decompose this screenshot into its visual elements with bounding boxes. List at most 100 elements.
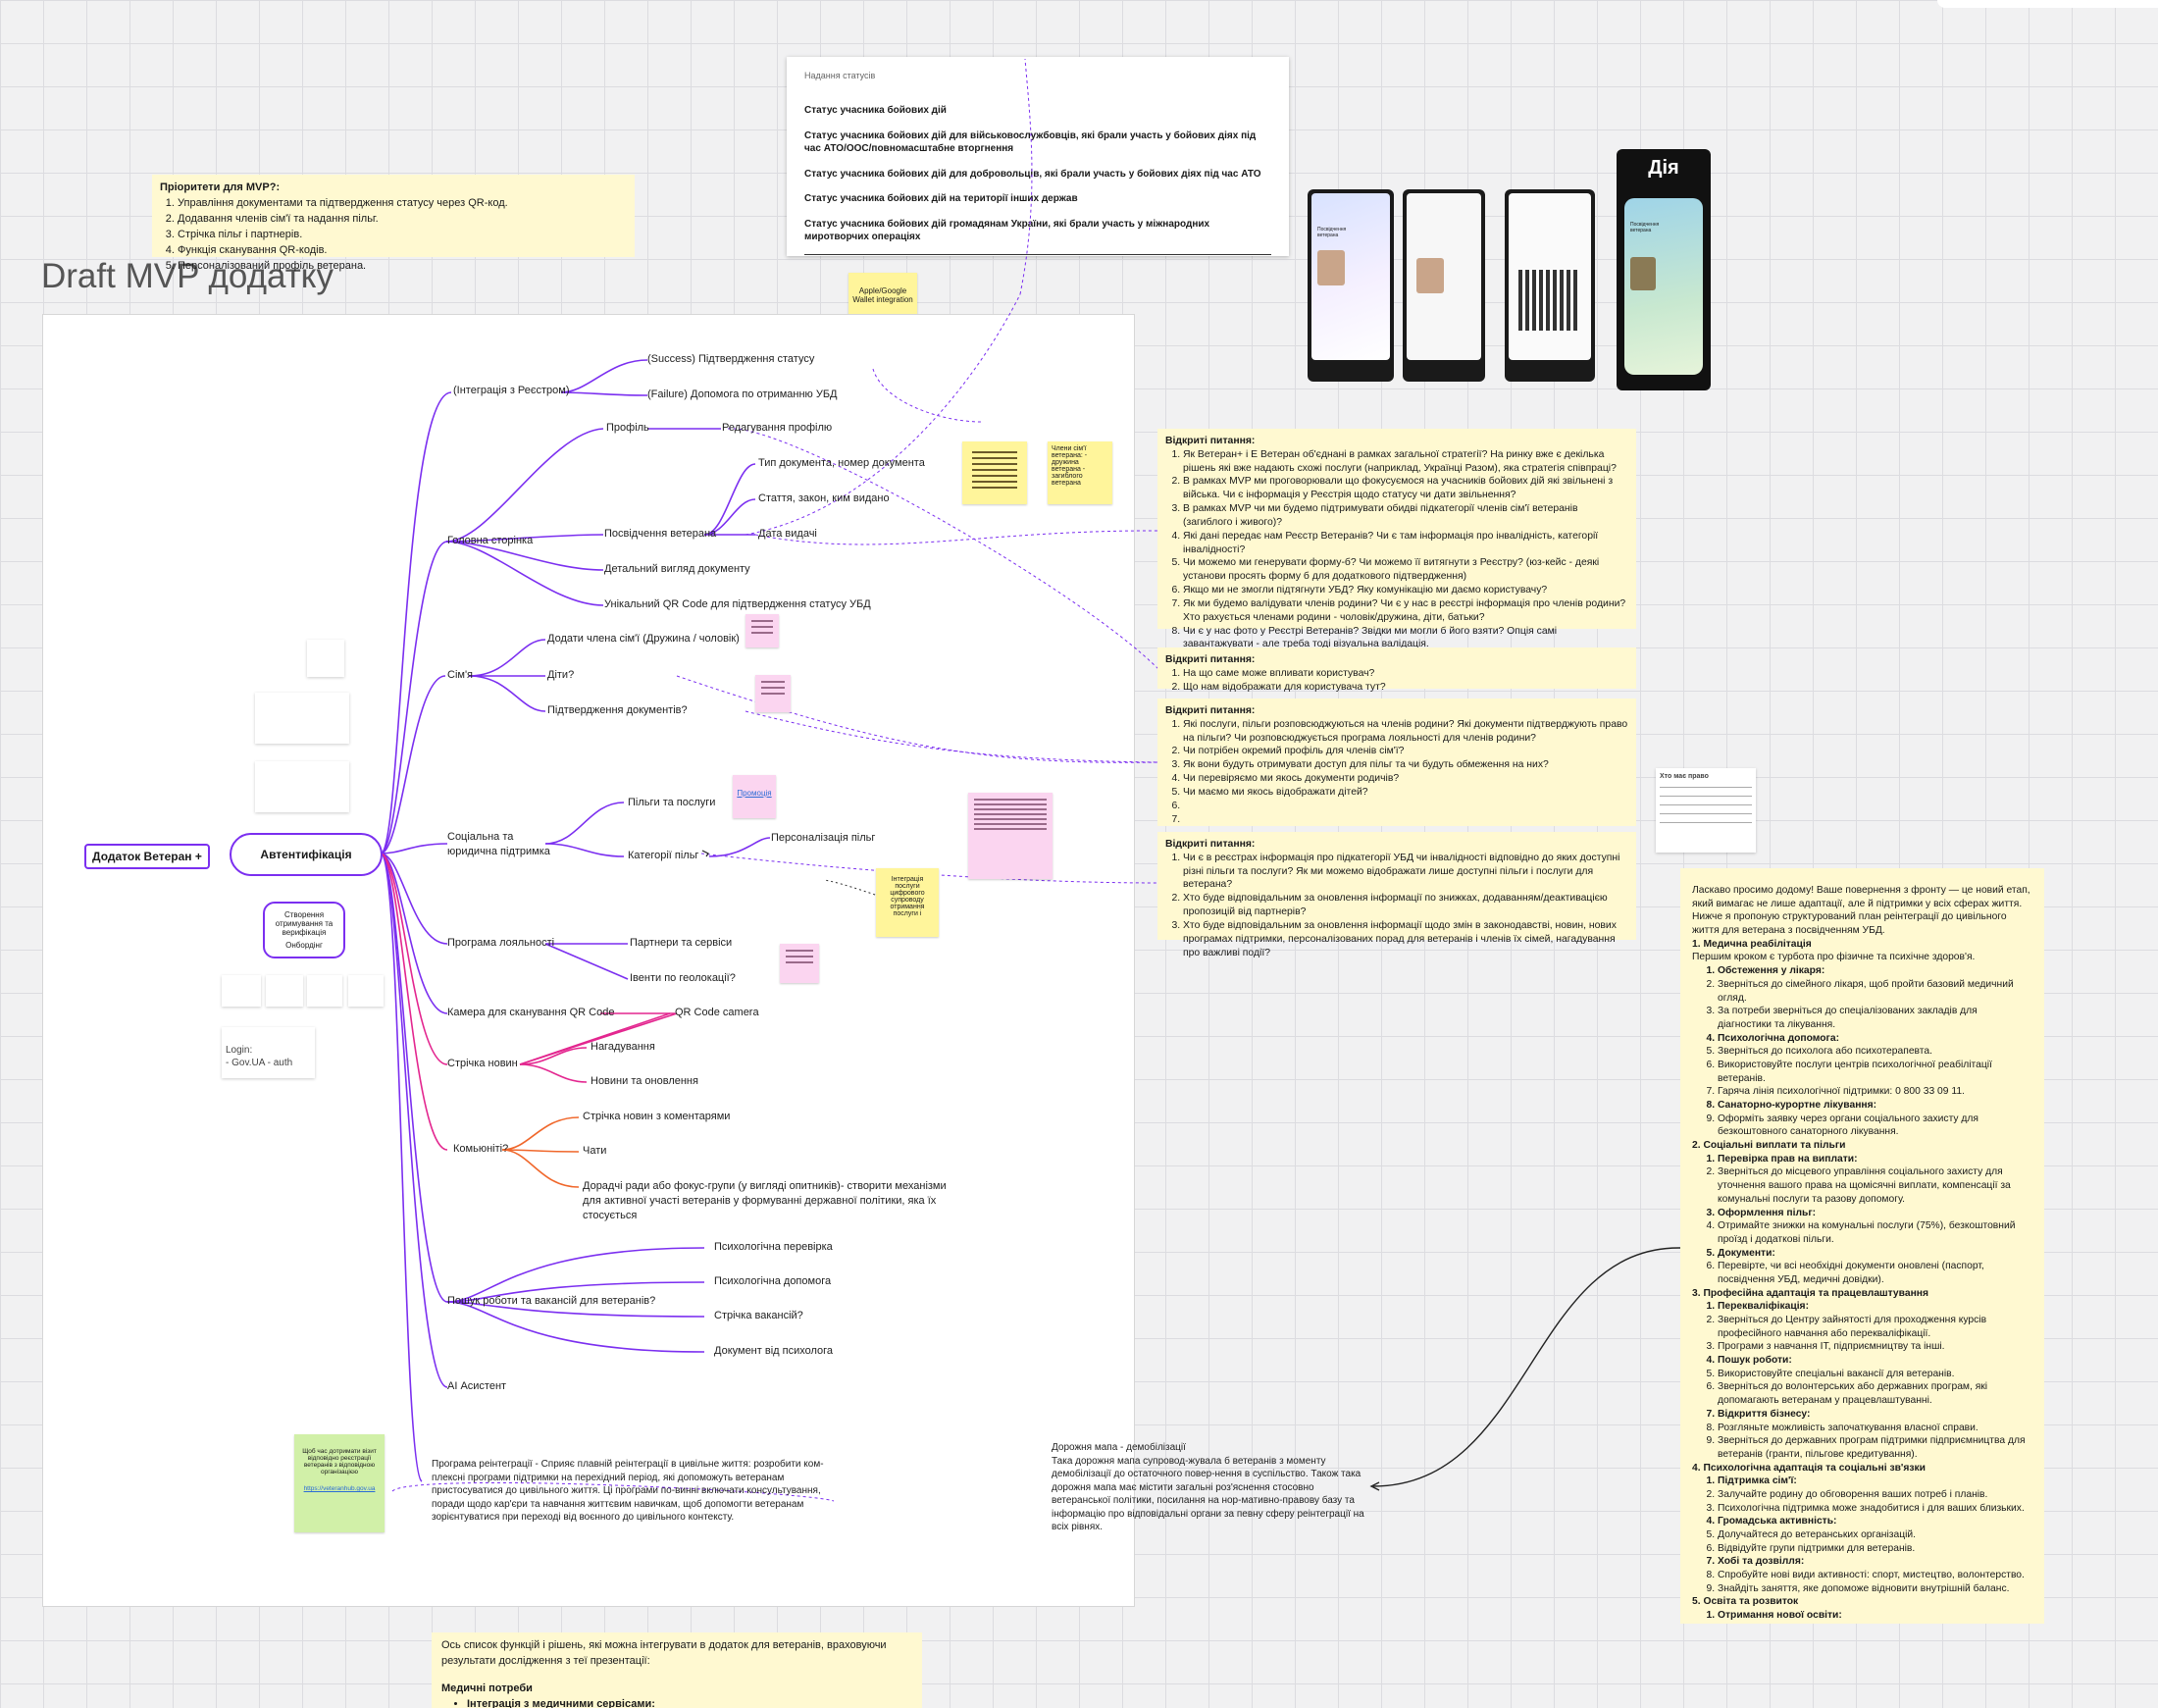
node-community[interactable]: Комьюніті? — [453, 1143, 509, 1155]
onboarding-line-1: Створення отримування та верифікація — [275, 910, 334, 937]
question-item: Чи є в реєстрах інформація про підкатего… — [1183, 852, 1628, 892]
node-profile[interactable]: Профіль — [606, 422, 649, 434]
pink-note[interactable] — [780, 944, 819, 983]
open-questions-list: Які послуги, пільги розповсюджуються на … — [1165, 718, 1628, 827]
welcome-item: Перевірка прав на виплати: — [1718, 1153, 2032, 1166]
reintegration-text[interactable]: Програма реінтеграції - Сприяє плавній р… — [432, 1459, 824, 1523]
onboarding-node[interactable]: Створення отримування та верифікація Онб… — [263, 902, 345, 958]
node-news-comments[interactable]: Стрічка новин з коментарями — [583, 1111, 731, 1122]
question-item: Хто буде відповідальним за оновлення інф… — [1183, 892, 1628, 919]
node-profile-edit[interactable]: Редагування профілю — [722, 422, 833, 434]
node-qr-camera[interactable]: Камера для сканування QR Code — [447, 1007, 615, 1018]
node-benefits-services[interactable]: Пільги та послуги — [628, 797, 716, 808]
auth-node[interactable]: Автентифікація — [230, 833, 383, 876]
roadmap-block[interactable]: Дорожня мапа - демобілізації Така дорожн… — [1052, 1441, 1365, 1534]
mini-card[interactable] — [348, 975, 384, 1007]
node-docs-confirm[interactable]: Підтвердження документів? — [547, 704, 688, 716]
mini-card[interactable] — [255, 693, 349, 744]
node-registry[interactable]: (Інтеграція з Реєстром) — [453, 385, 570, 396]
phone-screenshot-1[interactable]: Посвідчення ветерана — [1308, 189, 1394, 382]
node-partners[interactable]: Партнери та сервіси — [630, 937, 733, 949]
node-unique-qr[interactable]: Унікальний QR Code для підтвердження ста… — [604, 598, 871, 610]
welcome-item: Спробуйте нові види активності: спорт, м… — [1718, 1569, 2032, 1582]
welcome-item: Відвідуйте групи підтримки для ветеранів… — [1718, 1542, 2032, 1556]
green-note[interactable]: Щоб час дотримати візит відповідно реєст… — [294, 1434, 385, 1532]
node-events[interactable]: Івенти по геолокації? — [630, 972, 736, 984]
node-ai[interactable]: AI Асистент — [447, 1380, 507, 1392]
mini-card[interactable] — [266, 975, 303, 1007]
node-news-updates[interactable]: Новини та оновлення — [591, 1075, 698, 1087]
open-questions-sticky[interactable]: Відкриті питання: Як Ветеран+ і Е Ветера… — [1157, 429, 1636, 649]
open-questions-sticky[interactable]: Відкриті питання: Які послуги, пільги ро… — [1157, 699, 1636, 826]
digital-support-note[interactable]: Інтеграція послуги цифрового супроводу о… — [876, 868, 939, 937]
node-chats[interactable]: Чати — [583, 1145, 607, 1157]
digital-support-note-text: Інтеграція послуги цифрового супроводу о… — [890, 876, 925, 917]
phone-screenshot-2[interactable] — [1403, 189, 1485, 382]
yellow-lines-note[interactable] — [962, 441, 1027, 504]
mini-card[interactable] — [307, 975, 342, 1007]
open-questions-sticky[interactable]: Відкриті питання: На що саме може вплива… — [1157, 647, 1636, 693]
open-questions-sticky[interactable]: Відкриті питання: Чи є в реєстрах інформ… — [1157, 832, 1636, 958]
node-advisory[interactable]: Дорадчі ради або фокус-групи (у вигляді … — [583, 1180, 947, 1221]
diia-phone-screenshot[interactable]: Дія Посвідчення ветерана — [1617, 149, 1711, 390]
top-card-edge — [1937, 0, 2158, 8]
welcome-item: Громадська активність: — [1718, 1515, 2032, 1528]
login-card[interactable]: Login: - Gov.UA - auth — [222, 1027, 315, 1078]
question-item: Хто буде відповідальним за оновлення інф… — [1183, 919, 1628, 959]
pink-note[interactable] — [968, 793, 1053, 879]
open-questions-title: Відкриті питання: — [1165, 436, 1256, 446]
mini-card[interactable] — [255, 761, 349, 812]
node-benefit-categories[interactable]: Категорії пільг — [628, 850, 699, 861]
phone-screenshot-3[interactable] — [1505, 189, 1595, 382]
mini-card[interactable] — [222, 975, 261, 1007]
node-children[interactable]: Діти? — [547, 669, 575, 681]
portrait-photo — [1630, 257, 1656, 290]
node-family[interactable]: Сім'я — [447, 669, 474, 681]
node-psych-doc[interactable]: Документ від психолога — [714, 1345, 834, 1357]
status-document-card[interactable]: Надання статусів Статус учасника бойових… — [787, 57, 1289, 256]
family-members-note-text: Члени сім'ї ветерана: - дружина ветерана… — [1052, 445, 1088, 487]
node-loyalty[interactable]: Програма лояльності — [447, 937, 555, 949]
mini-card[interactable] — [307, 640, 344, 677]
node-home[interactable]: Головна сторінка — [447, 535, 534, 546]
features-sticky[interactable]: Ось список функцій і рішень, які можна і… — [432, 1632, 922, 1708]
node-social[interactable]: Соціальна та юридична підтримка — [447, 831, 550, 857]
node-veteran-id[interactable]: Посвідчення ветерана — [604, 528, 717, 540]
node-registry-success[interactable]: (Success) Підтвердження статусу — [647, 353, 815, 365]
node-news[interactable]: Стрічка новин — [447, 1058, 518, 1069]
node-detailed-view[interactable]: Детальний вигляд документу — [604, 563, 750, 575]
node-issue-date[interactable]: Дата видачі — [758, 528, 817, 540]
node-registry-failure[interactable]: (Failure) Допомога по отриманню УБД — [647, 388, 838, 400]
who-has-right-card[interactable]: Хто має право — [1656, 768, 1756, 853]
question-item — [1183, 800, 1628, 813]
pink-note[interactable] — [745, 614, 779, 647]
node-personalization[interactable]: Персоналізація пільг — [771, 832, 876, 844]
open-questions-title: Відкриті питання: — [1165, 654, 1256, 665]
promo-note[interactable]: Промоція — [733, 775, 776, 818]
node-jobs[interactable]: Пошук роботи та вакансій для ветеранів? — [447, 1295, 656, 1307]
node-add-member[interactable]: Додати члена сім'ї (Дружина / чоловік) — [547, 633, 740, 645]
node-reminders[interactable]: Нагадування — [591, 1041, 655, 1053]
green-note-link[interactable]: https://veteranhub.gov.ua — [303, 1485, 376, 1492]
priorities-title: Пріоритети для MVP?: — [160, 181, 281, 193]
promo-link[interactable]: Промоція — [737, 789, 772, 798]
priorities-sticky[interactable]: Пріоритети для MVP?: Управління документ… — [152, 175, 635, 272]
root-node[interactable]: Додаток Ветеран + — [84, 844, 210, 869]
question-item: Які дані передає нам Реєстр Ветеранів? Ч… — [1183, 530, 1628, 557]
reintegration-plan-sticky[interactable]: Ласкаво просимо додому! Ваше повернення … — [1680, 868, 2044, 1624]
node-doc-type[interactable]: Тип документа, номер документа — [758, 457, 925, 469]
features-list: Інтеграція з медичними сервісами: — [441, 1697, 912, 1708]
question-item: В рамках MVP ми проговорювали що фокусує… — [1183, 475, 1628, 502]
phone-card-title: Посвідчення ветерана — [1317, 227, 1347, 238]
mindmap-frame[interactable] — [42, 314, 1135, 1607]
node-article[interactable]: Стаття, закон, ким видано — [758, 492, 890, 504]
welcome-item: Зверніться до волонтерських або державни… — [1718, 1380, 2032, 1407]
node-qr-camera-leaf[interactable]: QR Code camera — [675, 1007, 759, 1018]
node-psych-check[interactable]: Психологічна перевірка — [714, 1241, 833, 1253]
family-members-note[interactable]: Члени сім'ї ветерана: - дружина ветерана… — [1048, 441, 1112, 504]
node-vacancies[interactable]: Стрічка вакансій? — [714, 1310, 803, 1321]
node-psych-help[interactable]: Психологічна допомога — [714, 1275, 832, 1287]
pink-note[interactable] — [755, 675, 791, 712]
features-intro: Ось список функцій і рішень, які можна і… — [441, 1639, 887, 1667]
